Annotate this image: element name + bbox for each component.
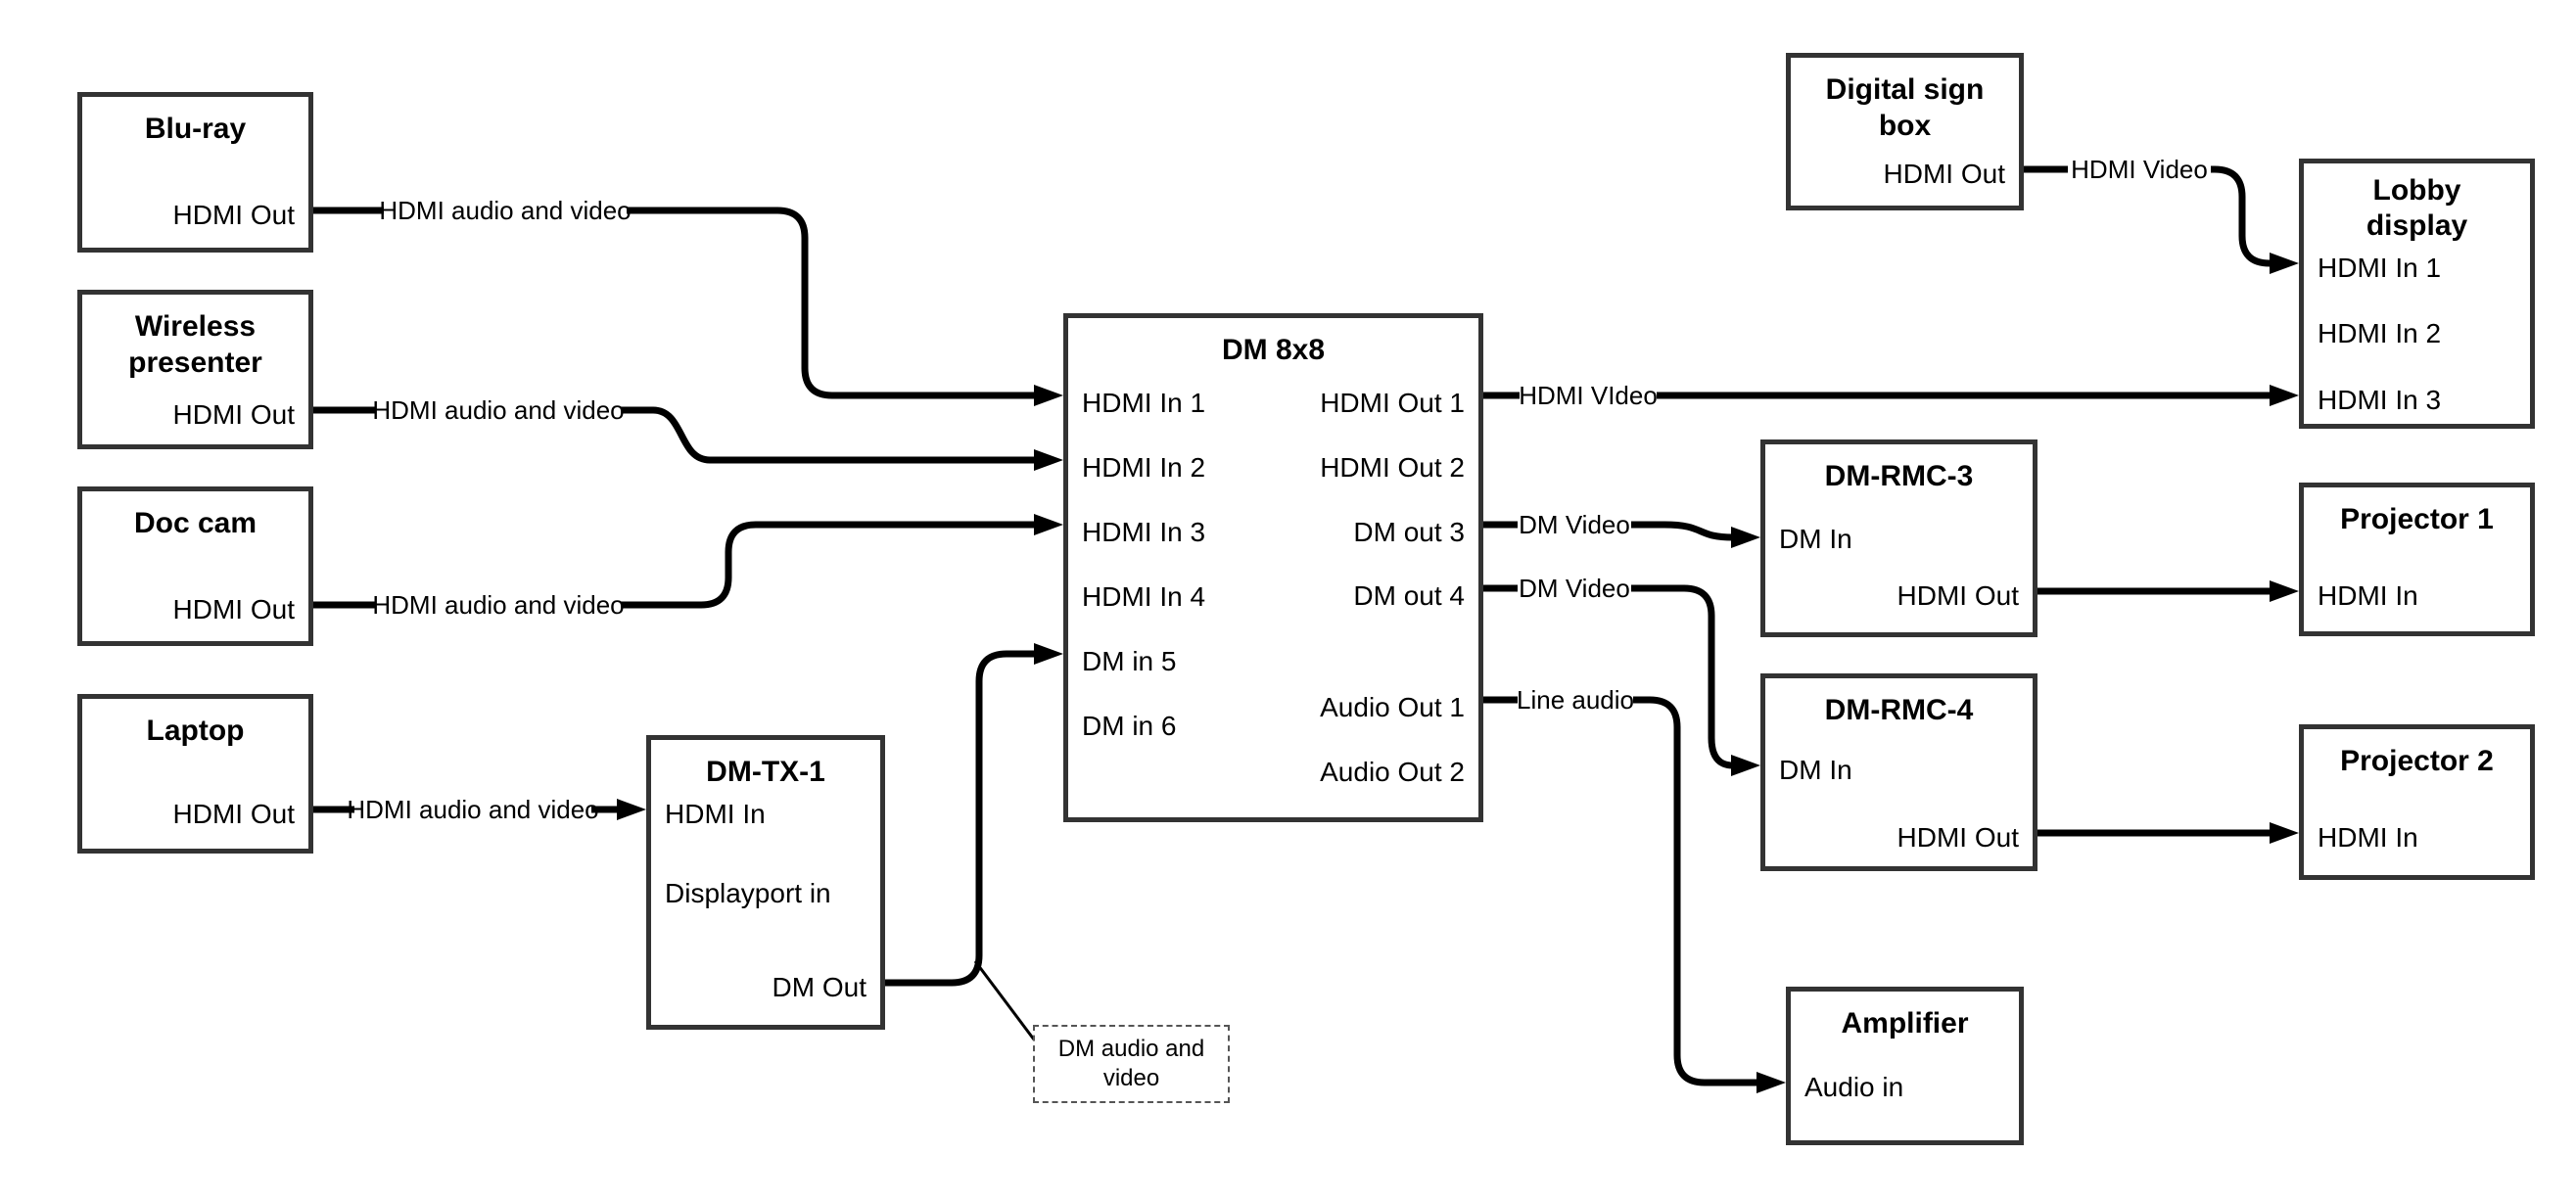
node-doc-cam: Doc cam HDMI Out xyxy=(77,486,313,646)
port-dm8x8-hdmi-in-4: HDMI In 4 xyxy=(1082,581,1206,612)
node-title: Blu-ray xyxy=(144,113,247,145)
port-doccam-hdmi-out: HDMI Out xyxy=(172,594,295,624)
arrowhead xyxy=(2270,580,2299,602)
port-wireless-hdmi-out: HDMI Out xyxy=(172,399,295,430)
port-lobby-hdmi-in-2: HDMI In 2 xyxy=(2318,318,2442,348)
node-title: Wireless presenter xyxy=(128,310,262,379)
node-bluray: Blu-ray HDMI Out xyxy=(77,92,313,253)
port-projector1-hdmi-in: HDMI In xyxy=(2318,580,2418,611)
port-laptop-hdmi-out: HDMI Out xyxy=(172,799,295,829)
arrowhead xyxy=(2270,385,2299,406)
node-wireless-presenter: Wireless presenter HDMI Out xyxy=(77,290,313,449)
wire-dmout3-to-rmc3 xyxy=(1631,521,1734,541)
note-leader-line xyxy=(973,960,1036,1040)
note-dm-audio-and-video: DM audio and video xyxy=(1033,1025,1230,1103)
node-title: DM-RMC-3 xyxy=(1824,460,1974,492)
node-dm-tx-1: DM-TX-1 HDMI In Displayport in DM Out xyxy=(646,735,885,1030)
node-dm-rmc-3: DM-RMC-3 DM In HDMI Out xyxy=(1760,439,2037,637)
wire-wireless-to-dm8x8 xyxy=(621,406,1036,464)
wire-doccam-to-dm8x8 xyxy=(621,521,1036,609)
port-dm8x8-hdmi-out-1: HDMI Out 1 xyxy=(1320,388,1465,418)
arrowhead xyxy=(1756,1072,1786,1093)
arrowhead xyxy=(1034,643,1063,665)
arrowhead xyxy=(617,799,646,820)
node-projector-1: Projector 1 HDMI In xyxy=(2299,483,2535,636)
wire-dmout4-to-rmc4 xyxy=(1631,584,1734,769)
port-rmc4-hdmi-out: HDMI Out xyxy=(1897,822,2019,853)
wire-label: Line audio xyxy=(1517,685,1634,715)
wire-bluray-to-dm8x8 xyxy=(627,207,1036,399)
port-rmc4-dm-in: DM In xyxy=(1779,755,1852,785)
node-title: Amplifier xyxy=(1841,1007,1969,1039)
node-title: DM-RMC-4 xyxy=(1824,694,1974,726)
arrowhead xyxy=(2270,822,2299,844)
wire-label: DM Video xyxy=(1519,510,1630,539)
node-lobby-display: Lobby display HDMI In 1 HDMI In 2 HDMI I… xyxy=(2299,159,2535,429)
port-dm8x8-hdmi-in-2: HDMI In 2 xyxy=(1082,452,1206,483)
wire-dmtx1-to-dm8x8 xyxy=(885,650,1036,987)
node-title: Projector 1 xyxy=(2340,503,2494,535)
wire-label: HDMI audio and video xyxy=(372,590,624,620)
wire-digitalsign-to-lobby xyxy=(2211,165,2271,267)
port-dm8x8-hdmi-in-1: HDMI In 1 xyxy=(1082,388,1206,418)
wire-label: HDMI VIdeo xyxy=(1519,381,1658,410)
port-dmtx1-hdmi-in: HDMI In xyxy=(665,799,766,829)
arrowhead xyxy=(1731,527,1760,548)
node-title: Doc cam xyxy=(133,507,258,539)
wire-label: DM Video xyxy=(1519,574,1630,603)
port-lobby-hdmi-in-1: HDMI In 1 xyxy=(2318,253,2442,283)
node-digital-sign-box: Digital sign box HDMI Out xyxy=(1786,53,2024,210)
arrowhead xyxy=(1034,514,1063,535)
port-lobby-hdmi-in-3: HDMI In 3 xyxy=(2318,385,2442,415)
wire-label: HDMI audio and video xyxy=(379,196,631,225)
port-dm8x8-dm-out-3: DM out 3 xyxy=(1353,517,1465,547)
port-dm8x8-dm-out-4: DM out 4 xyxy=(1353,580,1465,611)
node-title: Digital sign box xyxy=(1825,73,1985,142)
node-projector-2: Projector 2 HDMI In xyxy=(2299,724,2535,880)
node-title: DM 8x8 xyxy=(1221,334,1326,366)
port-dmtx1-displayport-in: Displayport in xyxy=(665,878,831,908)
arrowhead xyxy=(1731,755,1760,776)
wire-label: HDMI audio and video xyxy=(372,395,624,425)
node-amplifier: Amplifier Audio in xyxy=(1786,987,2024,1145)
node-dm-rmc-4: DM-RMC-4 DM In HDMI Out xyxy=(1760,673,2037,871)
arrowhead xyxy=(2270,253,2299,274)
port-amplifier-audio-in: Audio in xyxy=(1804,1072,1904,1102)
port-dm8x8-hdmi-in-3: HDMI In 3 xyxy=(1082,517,1206,547)
wire-audioout1-to-amplifier xyxy=(1633,696,1756,1086)
node-title: Laptop xyxy=(146,715,245,747)
node-title: Projector 2 xyxy=(2340,745,2494,777)
node-dm-8x8: DM 8x8 HDMI In 1 HDMI In 2 HDMI In 3 HDM… xyxy=(1063,313,1483,822)
node-title: DM-TX-1 xyxy=(706,756,825,788)
port-projector2-hdmi-in: HDMI In xyxy=(2318,822,2418,853)
port-dm8x8-audio-out-2: Audio Out 2 xyxy=(1320,757,1465,787)
port-dmtx1-dm-out: DM Out xyxy=(772,972,866,1002)
port-rmc3-hdmi-out: HDMI Out xyxy=(1897,580,2019,611)
port-dm8x8-audio-out-1: Audio Out 1 xyxy=(1320,692,1465,722)
port-rmc3-dm-in: DM In xyxy=(1779,524,1852,554)
arrowhead xyxy=(1034,449,1063,471)
port-digitalsign-hdmi-out: HDMI Out xyxy=(1883,159,2005,189)
node-title: Lobby display xyxy=(2365,174,2468,242)
wire-label: HDMI audio and video xyxy=(347,795,598,824)
port-bluray-hdmi-out: HDMI Out xyxy=(172,200,295,230)
port-dm8x8-hdmi-out-2: HDMI Out 2 xyxy=(1320,452,1465,483)
port-dm8x8-dm-in-6: DM in 6 xyxy=(1082,711,1177,741)
node-laptop: Laptop HDMI Out xyxy=(77,694,313,854)
wire-label: HDMI Video xyxy=(2071,155,2208,184)
port-dm8x8-dm-in-5: DM in 5 xyxy=(1082,646,1177,676)
arrowhead xyxy=(1034,385,1063,406)
